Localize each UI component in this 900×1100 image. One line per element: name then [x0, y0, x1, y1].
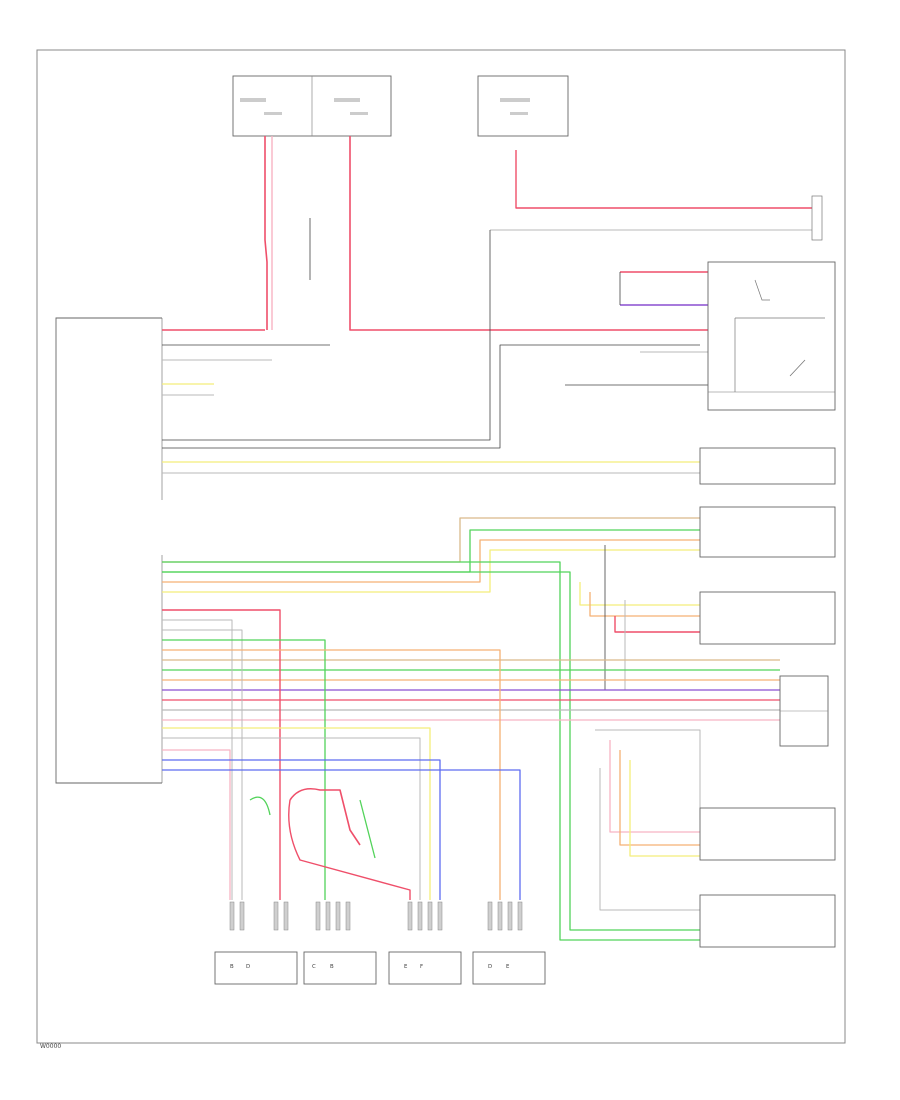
connector-pin	[497, 901, 503, 931]
rear-camera-switch-box	[707, 261, 836, 411]
connector-pins	[229, 901, 523, 931]
connector-pin	[407, 901, 413, 931]
signal-wire	[162, 344, 700, 449]
front-sensor-wire	[162, 571, 700, 931]
connector-pin	[283, 901, 289, 931]
front-sensor-wire	[609, 740, 700, 833]
rear-sensor-wire	[289, 787, 361, 846]
connector-pin-label: F	[420, 964, 423, 970]
connector-pin	[437, 901, 443, 931]
rear-sensor-wire	[162, 769, 521, 900]
fuse-feed-wire	[515, 150, 812, 209]
rear-sensor-wire	[162, 629, 243, 900]
front-sensor-wire	[595, 729, 701, 820]
front-sensor-wire	[162, 549, 700, 593]
fuse-feed-wire	[264, 136, 268, 330]
front-sensor-wire	[579, 582, 700, 606]
connector-pin	[417, 901, 423, 931]
front-sensor-wire	[599, 768, 700, 911]
connector-pin	[487, 901, 493, 931]
connector-pin	[507, 901, 513, 931]
connector-pin-label: D	[246, 964, 250, 970]
connector-pin	[345, 901, 351, 931]
diagram-border	[36, 49, 846, 1044]
rear-sensor-wire	[162, 609, 281, 900]
left-front-corner-sensor	[699, 506, 836, 558]
rear-sensor-wire	[359, 799, 376, 859]
wire-harness	[162, 136, 812, 941]
rear-sensor-wire	[162, 727, 431, 900]
front-sensor-wire	[614, 616, 700, 633]
connector-pin	[517, 901, 523, 931]
diagram-code: W0000	[40, 1043, 61, 1050]
front-sensor-wire	[162, 529, 700, 573]
rear-sensor-wire	[162, 619, 233, 900]
right-top-switch	[811, 195, 823, 241]
connector-pin	[229, 901, 235, 931]
right-rear-center-sensor	[472, 951, 546, 985]
front-sensor-wire	[629, 760, 700, 857]
front-sensor-wire	[619, 750, 700, 846]
rear-sensor-wire	[162, 737, 421, 900]
front-sensor-wire	[162, 539, 700, 583]
rear-sensor-wire	[162, 649, 501, 900]
connector-pin	[325, 901, 331, 931]
front-sensor-wire	[589, 592, 700, 617]
fuse-box-left	[232, 75, 392, 137]
connector-pin-label: B	[330, 964, 334, 970]
rear-sensor-wire	[162, 749, 231, 900]
rear-sensor-wire	[162, 759, 441, 900]
connector-pin	[427, 901, 433, 931]
connector-pin	[315, 901, 321, 931]
parking-assist-control-module	[55, 317, 163, 784]
left-rear-corner-sensor	[214, 951, 298, 985]
connector-pin-label: D	[488, 964, 492, 970]
camera-unit-connector	[699, 447, 836, 485]
signal-wire	[162, 230, 491, 441]
rear-sensor-wire	[162, 639, 326, 900]
connector-pin-label: B	[230, 964, 234, 970]
front-sensor-wire	[162, 561, 700, 941]
fuse-feed-wire	[349, 136, 708, 331]
right-rear-corner-sensor	[303, 951, 377, 985]
right-front-center-sensor	[779, 675, 829, 747]
fuse-box-right	[477, 75, 569, 137]
left-front-center-sensor	[699, 591, 836, 645]
rear-sensor-wire	[249, 796, 271, 816]
left-rear-center-sensor	[388, 951, 462, 985]
connector-pin-label: E	[506, 964, 510, 970]
connector-pin	[273, 901, 279, 931]
connector-pin	[239, 901, 245, 931]
connector-pin	[335, 901, 341, 931]
rear-sensor-wire	[288, 799, 411, 900]
connector-pin-label: E	[404, 964, 408, 970]
right-front-corner-sensor	[699, 807, 836, 861]
connector-pin-label: C	[312, 964, 316, 970]
left-front-outer-sensor	[699, 894, 836, 948]
